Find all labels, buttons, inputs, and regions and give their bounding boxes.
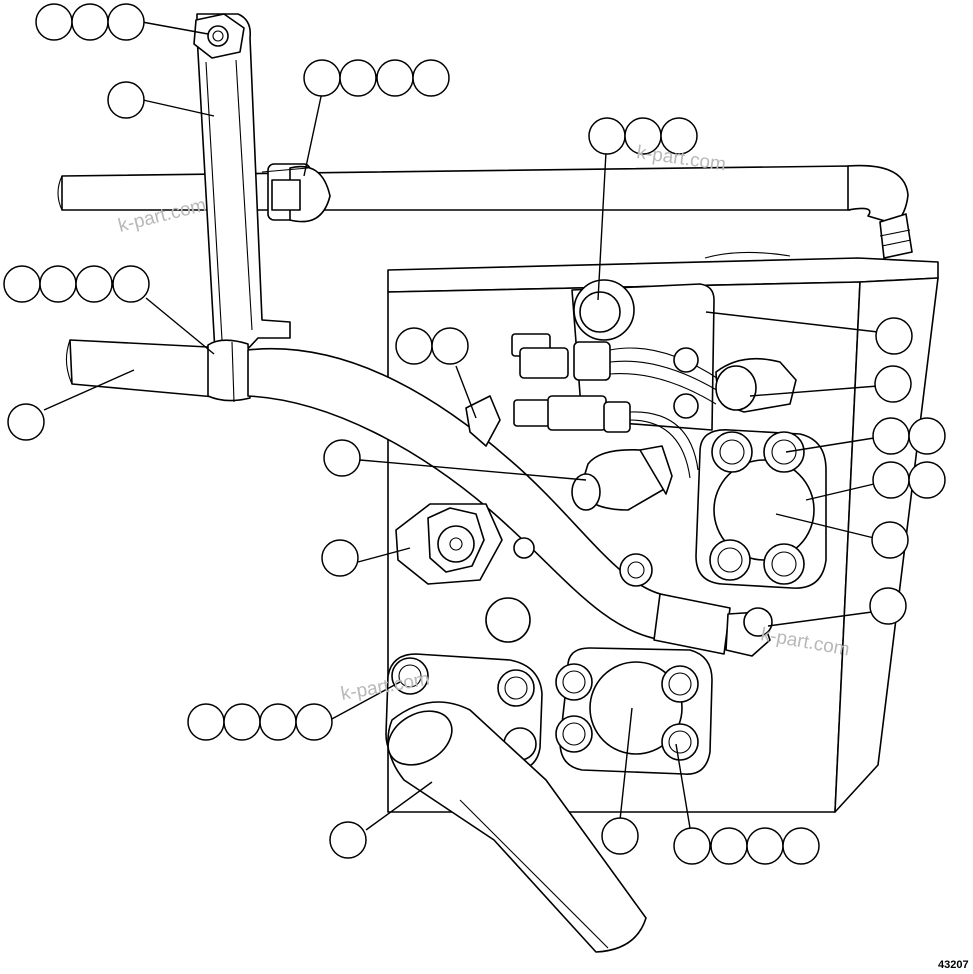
callout-balloon xyxy=(329,821,367,859)
callout-balloon xyxy=(601,817,639,855)
callout-balloon xyxy=(75,265,113,303)
callout-balloon xyxy=(323,439,361,477)
callout-balloon xyxy=(395,327,433,365)
callout-balloon xyxy=(3,265,41,303)
callout-balloon xyxy=(107,81,145,119)
callout-balloon xyxy=(746,827,784,865)
callout-balloon xyxy=(874,365,912,403)
callout-balloon xyxy=(187,703,225,741)
callout-balloon xyxy=(908,417,946,455)
leader-lines xyxy=(43,21,879,831)
callout-balloon xyxy=(431,327,469,365)
electrical-connector-upper xyxy=(511,333,721,405)
callout-balloon xyxy=(35,3,73,41)
callout-balloon xyxy=(871,521,909,559)
mounting-bracket xyxy=(196,13,291,353)
temperature-sensor xyxy=(571,445,673,511)
pressure-sensor xyxy=(715,357,797,413)
callout-balloon xyxy=(339,59,377,97)
callout-balloon xyxy=(107,3,145,41)
callout-balloon xyxy=(71,3,109,41)
plug-top xyxy=(573,279,635,341)
callout-balloon xyxy=(673,827,711,865)
upper-tube xyxy=(57,164,913,259)
callout-balloon xyxy=(412,59,450,97)
lower-center-flange xyxy=(555,647,713,775)
callout-balloon xyxy=(782,827,820,865)
upper-tube-clamp xyxy=(261,163,331,223)
callout-balloon xyxy=(908,461,946,499)
callout-balloon xyxy=(660,117,698,155)
callout-balloon xyxy=(303,59,341,97)
callout-balloon xyxy=(872,417,910,455)
figure-number: 43207 xyxy=(938,959,969,971)
callout-balloon xyxy=(710,827,748,865)
callout-balloon xyxy=(321,539,359,577)
callout-balloon xyxy=(39,265,77,303)
hex-fitting-left xyxy=(395,503,503,585)
callout-balloon xyxy=(875,317,913,355)
right-upper-flange xyxy=(695,429,827,589)
callout-balloons xyxy=(3,3,946,865)
callout-balloon xyxy=(295,703,333,741)
callout-balloon xyxy=(259,703,297,741)
callout-balloon xyxy=(869,587,907,625)
bracket-top-nut xyxy=(193,13,245,59)
angled-fitting xyxy=(465,395,501,447)
callout-balloon xyxy=(223,703,261,741)
electrical-connector-lower xyxy=(513,395,699,479)
hose-clamp xyxy=(207,339,251,403)
callout-balloon xyxy=(872,461,910,499)
large-pipe xyxy=(387,701,647,953)
small-port-plugs xyxy=(673,347,699,419)
callout-balloon xyxy=(588,117,626,155)
block-ports xyxy=(485,537,653,643)
left-hose xyxy=(65,339,229,399)
curved-hose-end-fitting xyxy=(653,593,773,657)
callout-balloon xyxy=(7,403,45,441)
callout-balloon xyxy=(376,59,414,97)
callout-balloon xyxy=(112,265,150,303)
